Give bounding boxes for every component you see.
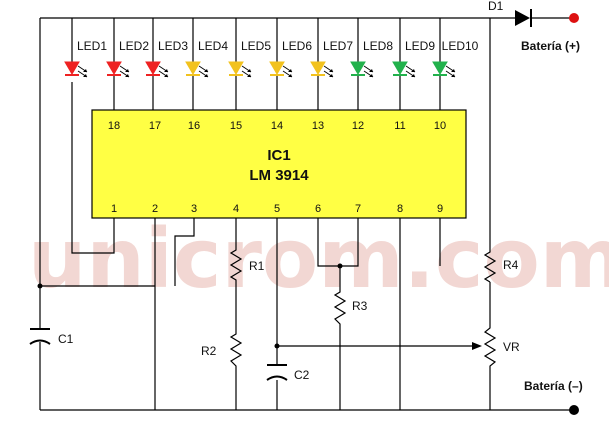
led-label: LED7 xyxy=(323,39,353,53)
ic-pin-2: 2 xyxy=(152,203,158,215)
ic-pin-3: 3 xyxy=(191,203,197,215)
ic-pin-4: 4 xyxy=(233,203,239,215)
ic-top-pins: 18 17 16 15 14 13 12 11 10 xyxy=(108,120,446,132)
resistor-r2: R2 xyxy=(201,330,243,370)
led-4: LED4 xyxy=(185,18,228,110)
ic-pin-17: 17 xyxy=(149,120,161,132)
ic-part: LM 3914 xyxy=(249,167,309,184)
junctions xyxy=(37,263,343,349)
led-label: LED8 xyxy=(363,39,393,53)
r2-label: R2 xyxy=(201,344,217,358)
led-label: LED2 xyxy=(119,39,149,53)
led-7: LED7 xyxy=(310,18,353,110)
led-10: LED10 xyxy=(432,18,479,110)
led-label: LED10 xyxy=(442,39,479,53)
ic-pin-15: 15 xyxy=(230,120,242,132)
battery-neg-terminal xyxy=(569,405,579,415)
potentiometer-vr: VR xyxy=(472,324,520,372)
ic-pin-16: 16 xyxy=(188,120,200,132)
resistor-r3: R3 xyxy=(333,288,368,328)
ic-pin-8: 8 xyxy=(397,203,403,215)
capacitor-c1: C1 xyxy=(29,328,74,346)
ic-pin-11: 11 xyxy=(394,120,405,132)
r1-label: R1 xyxy=(249,259,265,273)
ic-body xyxy=(91,109,467,219)
led-label: LED1 xyxy=(77,39,107,53)
ic-pin-1: 1 xyxy=(111,203,117,215)
junction-dot xyxy=(37,283,43,289)
led-label: LED5 xyxy=(241,39,271,53)
ic-pin-5: 5 xyxy=(274,203,280,215)
led-label: LED4 xyxy=(198,39,228,53)
ic-pin-18: 18 xyxy=(108,120,120,132)
c1-label: C1 xyxy=(58,332,74,346)
led-5: LED5 xyxy=(228,18,271,110)
led-8: LED8 xyxy=(350,18,393,110)
led-label: LED6 xyxy=(282,39,312,53)
ic-pin-13: 13 xyxy=(312,120,324,132)
led-label: LED9 xyxy=(405,39,435,53)
led-9: LED9 xyxy=(392,18,435,110)
ic-pin-14: 14 xyxy=(271,120,283,132)
resistor-r1: R1 xyxy=(229,246,265,282)
d1-label: D1 xyxy=(488,0,504,13)
ic-pin-9: 9 xyxy=(437,203,443,215)
led-6: LED6 xyxy=(269,18,312,110)
junction-dot xyxy=(337,263,343,269)
capacitor-c2: C2 xyxy=(266,364,310,382)
resistor-r4: R4 xyxy=(483,248,519,283)
ic-pin-10: 10 xyxy=(434,120,446,132)
r3-label: R3 xyxy=(352,299,368,313)
led-2: LED2 xyxy=(106,18,149,110)
led-label: LED3 xyxy=(158,39,188,53)
ic-pin-12: 12 xyxy=(352,120,364,132)
r4-label: R4 xyxy=(503,258,519,272)
ic-bottom-pins: 1 2 3 4 5 6 7 8 9 xyxy=(111,203,443,215)
ic-pin-7: 7 xyxy=(355,203,361,215)
led-3: LED3 xyxy=(145,18,188,110)
pin1-wire xyxy=(71,82,115,254)
pin3-wire xyxy=(174,218,195,286)
c2-label: C2 xyxy=(294,368,310,382)
ic-pin-6: 6 xyxy=(315,203,321,215)
led-1: LED1 xyxy=(64,18,107,78)
battery-pos-terminal xyxy=(569,13,579,23)
vr-label: VR xyxy=(503,340,520,354)
diode-d1: D1 xyxy=(488,0,532,27)
ic-name: IC1 xyxy=(267,147,290,164)
junction-dot xyxy=(274,343,280,349)
battery-pos-label: Batería (+) xyxy=(521,39,580,53)
battery-neg-label: Batería (–) xyxy=(524,379,583,393)
wiring xyxy=(39,17,572,411)
led-array: LED1 LED2 LED3 LED4 LED5 LED6 LED7 LED8 LED9 LED1… xyxy=(64,18,479,110)
